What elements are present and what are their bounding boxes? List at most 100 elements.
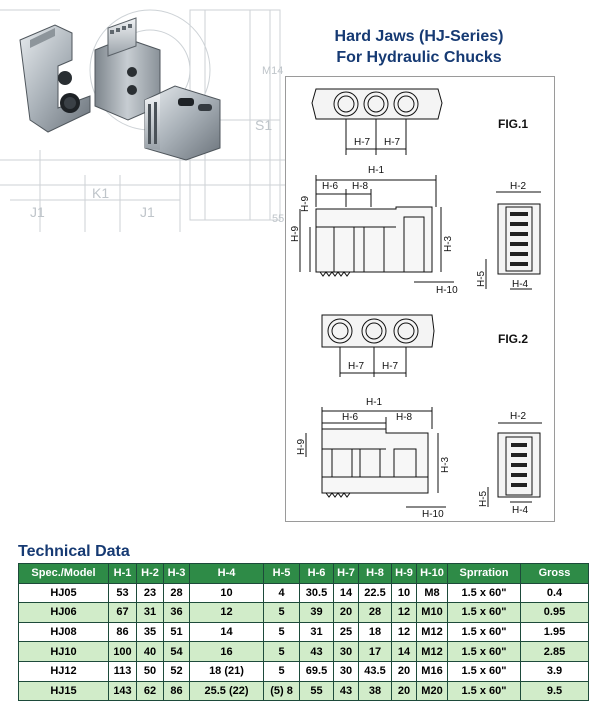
table-cell: 55 — [299, 680, 334, 702]
table-cell: HJ08 — [18, 621, 109, 643]
table-cell: M12 — [416, 621, 448, 643]
table-cell: HJ05 — [18, 582, 109, 604]
fig1-dim-h7-b: H-7 — [384, 137, 401, 148]
col-header-h3: H-3 — [163, 563, 190, 584]
table-cell: 38 — [358, 680, 392, 702]
table-cell: HJ10 — [18, 641, 109, 662]
fig2-label: FIG.2 — [498, 332, 528, 346]
fig2-dim-h5: H-5 — [478, 490, 489, 507]
fig2-dim-h9: H-9 — [296, 438, 307, 455]
table-cell: M16 — [416, 660, 448, 682]
fig1-dim-h4: H-4 — [512, 279, 529, 290]
table-cell: 18 (21) — [189, 660, 264, 682]
table-cell: 14 — [333, 582, 359, 604]
table-cell: M12 — [416, 641, 448, 662]
col-header-h2: H-2 — [136, 563, 164, 584]
table-cell: 113 — [108, 660, 137, 682]
fig1-top-view — [311, 88, 443, 155]
table-cell: 30 — [333, 641, 359, 662]
table-cell: 16 — [189, 641, 264, 662]
col-header-serration: Sprration — [447, 563, 521, 584]
table-cell: 50 — [136, 660, 164, 682]
fig2-dim-h7-b: H-7 — [382, 361, 399, 372]
fig1-dim-h10: H-10 — [436, 285, 458, 296]
table-cell: 1.5 x 60" — [447, 660, 521, 682]
table-cell: 1.5 x 60" — [447, 621, 521, 643]
fig1-dim-h1: H-1 — [368, 165, 385, 176]
table-cell: 4 — [263, 582, 300, 604]
table-cell: 12 — [189, 602, 264, 623]
table-cell: 31 — [136, 602, 164, 623]
col-header-gross: Gross — [520, 563, 589, 584]
table-row: HJ05 53 23 28 10 4 30.5 14 22.5 10 M8 1.… — [18, 582, 589, 604]
fig1-side-view — [299, 175, 454, 283]
col-header-h7: H-7 — [333, 563, 359, 584]
bg-label-j1-right: J1 — [140, 204, 155, 220]
technical-drawing: FIG.1 H-7 H-7 H-1 H-6 H-8 H-9 H-9 H-3 H-… — [285, 76, 555, 522]
table-cell: 5 — [263, 660, 300, 682]
table-cell: 10 — [391, 582, 417, 604]
table-cell: 9.5 — [520, 680, 589, 702]
fig2-dim-h7-a: H-7 — [348, 361, 365, 372]
fig1-end-view — [485, 191, 541, 290]
jaw-left — [19, 24, 91, 133]
fig2-dim-h10: H-10 — [422, 509, 444, 520]
table-cell: 3.9 — [520, 660, 589, 682]
table-cell: 40 — [136, 641, 164, 662]
table-cell: 28 — [358, 602, 392, 623]
table-cell: 86 — [108, 621, 137, 643]
col-header-spec: Spec./Model — [18, 563, 109, 584]
table-cell: 14 — [391, 641, 417, 662]
table-cell: 12 — [391, 621, 417, 643]
bg-label-55: 55 — [272, 213, 284, 225]
col-header-h1: H-1 — [108, 563, 137, 584]
table-cell: 0.4 — [520, 582, 589, 604]
table-cell: 1.5 x 60" — [447, 680, 521, 702]
table-cell: 30 — [333, 660, 359, 682]
fig1-dim-h5: H-5 — [476, 270, 487, 287]
table-cell: 20 — [391, 680, 417, 702]
fig2-dim-h2: H-2 — [510, 411, 527, 422]
table-cell: HJ12 — [18, 660, 109, 682]
table-header-row: Spec./Model H-1 H-2 H-3 H-4 H-5 H-6 H-7 … — [18, 563, 589, 584]
table-cell: M20 — [416, 680, 448, 702]
table-cell: 1.5 x 60" — [447, 641, 521, 662]
fig2-dim-h1: H-1 — [366, 397, 383, 408]
table-row: HJ06 67 31 36 12 5 39 20 28 12 M10 1.5 x… — [18, 602, 589, 623]
title-line-2: For Hydraulic Chucks — [336, 49, 502, 66]
table-row: HJ10 100 40 54 16 5 43 30 17 14 M12 1.5 … — [18, 641, 589, 662]
table-cell: 39 — [299, 602, 334, 623]
table-cell: 14 — [189, 621, 264, 643]
product-photo: K1 J1 J1 S1 55 M14 — [0, 0, 285, 232]
table-cell: 52 — [163, 660, 190, 682]
table-cell: 28 — [163, 582, 190, 604]
table-cell: 1.95 — [520, 621, 589, 643]
table-cell: 1.5 x 60" — [447, 582, 521, 604]
table-cell: 51 — [163, 621, 190, 643]
table-cell: M8 — [416, 582, 448, 604]
table-cell: 2.85 — [520, 641, 589, 662]
col-header-h6: H-6 — [299, 563, 334, 584]
fig1-label: FIG.1 — [498, 117, 528, 131]
jaw-middle — [94, 17, 161, 121]
fig1-dim-h8: H-8 — [352, 181, 369, 192]
bg-label-s1: S1 — [255, 117, 272, 133]
table-cell: 43.5 — [358, 660, 392, 682]
table-row: HJ15 143 62 86 25.5 (22) (5) 8 55 43 38 … — [18, 680, 589, 702]
table-cell: 54 — [163, 641, 190, 662]
table-row: HJ08 86 35 51 14 5 31 25 18 12 M12 1.5 x… — [18, 621, 589, 643]
technical-data-table: Spec./Model H-1 H-2 H-3 H-4 H-5 H-6 H-7 … — [18, 563, 589, 702]
table-cell: 20 — [391, 660, 417, 682]
table-cell: 17 — [358, 641, 392, 662]
fig1-dim-h7-a: H-7 — [354, 137, 371, 148]
table-cell: 35 — [136, 621, 164, 643]
table-cell: 25.5 (22) — [189, 680, 264, 702]
table-cell: 10 — [189, 582, 264, 604]
table-row: HJ12 113 50 52 18 (21) 5 69.5 30 43.5 20… — [18, 660, 589, 682]
table-cell: 12 — [391, 602, 417, 623]
col-header-h10: H-10 — [416, 563, 448, 584]
drawing-canvas: FIG.1 H-7 H-7 H-1 H-6 H-8 H-9 H-9 H-3 H-… — [290, 88, 542, 520]
table-cell: 18 — [358, 621, 392, 643]
table-cell: M10 — [416, 602, 448, 623]
table-cell: 1.5 x 60" — [447, 602, 521, 623]
